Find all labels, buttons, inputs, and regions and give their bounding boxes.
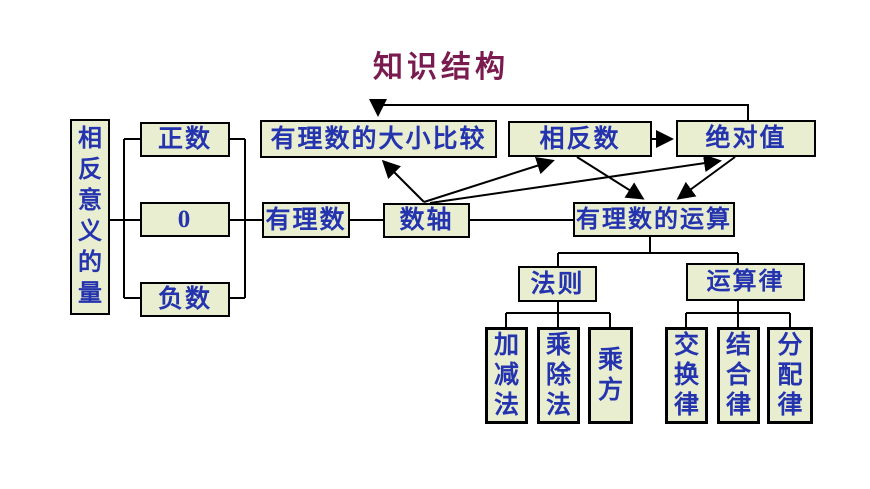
node-label: 0 xyxy=(177,206,193,233)
node-multiply-divide: 乘除法 xyxy=(537,327,580,424)
node-label: 交换律 xyxy=(674,331,700,419)
arrow-absolutevalue-to-operations xyxy=(676,156,736,200)
node-absolute-value: 绝对值 xyxy=(676,120,816,157)
node-distributive-law: 分配律 xyxy=(767,327,813,424)
node-label: 正数 xyxy=(157,126,212,153)
node-label: 运算律 xyxy=(706,269,785,295)
node-positive-numbers: 正数 xyxy=(140,122,230,157)
arrow-numberline-to-oppositenumber xyxy=(423,157,555,203)
node-zero: 0 xyxy=(140,202,230,237)
arrow-oppositenumber-to-operations xyxy=(576,156,645,200)
node-negative-numbers: 负数 xyxy=(140,282,230,317)
node-rational-operations: 有理数的运算 xyxy=(573,202,735,237)
tree-connector-left xyxy=(110,138,573,299)
node-label: 绝对值 xyxy=(705,125,787,152)
node-label: 加减法 xyxy=(494,331,520,419)
node-label: 有理数 xyxy=(265,206,347,234)
node-label: 相反意义的量 xyxy=(78,126,102,307)
node-label: 乘方 xyxy=(598,346,624,404)
tree-connector-operations xyxy=(557,237,739,266)
node-operation-laws: 运算律 xyxy=(686,263,805,301)
node-label: 结合律 xyxy=(726,331,752,419)
tree-connector-laws xyxy=(685,301,791,327)
node-rational-number: 有理数 xyxy=(262,202,350,238)
node-associative-law: 结合律 xyxy=(717,327,760,424)
node-label: 分配律 xyxy=(777,331,803,419)
node-number-line: 数轴 xyxy=(383,203,470,238)
node-commutative-law: 交换律 xyxy=(665,327,708,424)
arrow-absolutevalue-to-comparison xyxy=(369,99,749,120)
node-add-subtract: 加减法 xyxy=(485,327,528,424)
node-label: 负数 xyxy=(157,286,212,313)
node-label: 法则 xyxy=(530,270,585,298)
node-opposite-quantities: 相反意义的量 xyxy=(70,119,110,315)
node-label: 相反数 xyxy=(539,125,621,153)
arrow-numberline-to-absolutevalue xyxy=(429,154,722,204)
node-rules: 法则 xyxy=(518,266,597,302)
node-label: 有理数的运算 xyxy=(576,206,732,233)
node-label: 数轴 xyxy=(399,207,454,234)
page-title: 知识结构 xyxy=(373,51,509,84)
node-opposite-number: 相反数 xyxy=(508,121,652,157)
arrow-numberline-to-comparison xyxy=(381,159,425,203)
tree-connector-rules xyxy=(505,302,611,327)
node-label: 乘除法 xyxy=(546,331,572,419)
node-power: 乘方 xyxy=(588,327,633,424)
node-label: 有理数的大小比较 xyxy=(270,125,487,153)
node-size-comparison: 有理数的大小比较 xyxy=(260,120,497,158)
